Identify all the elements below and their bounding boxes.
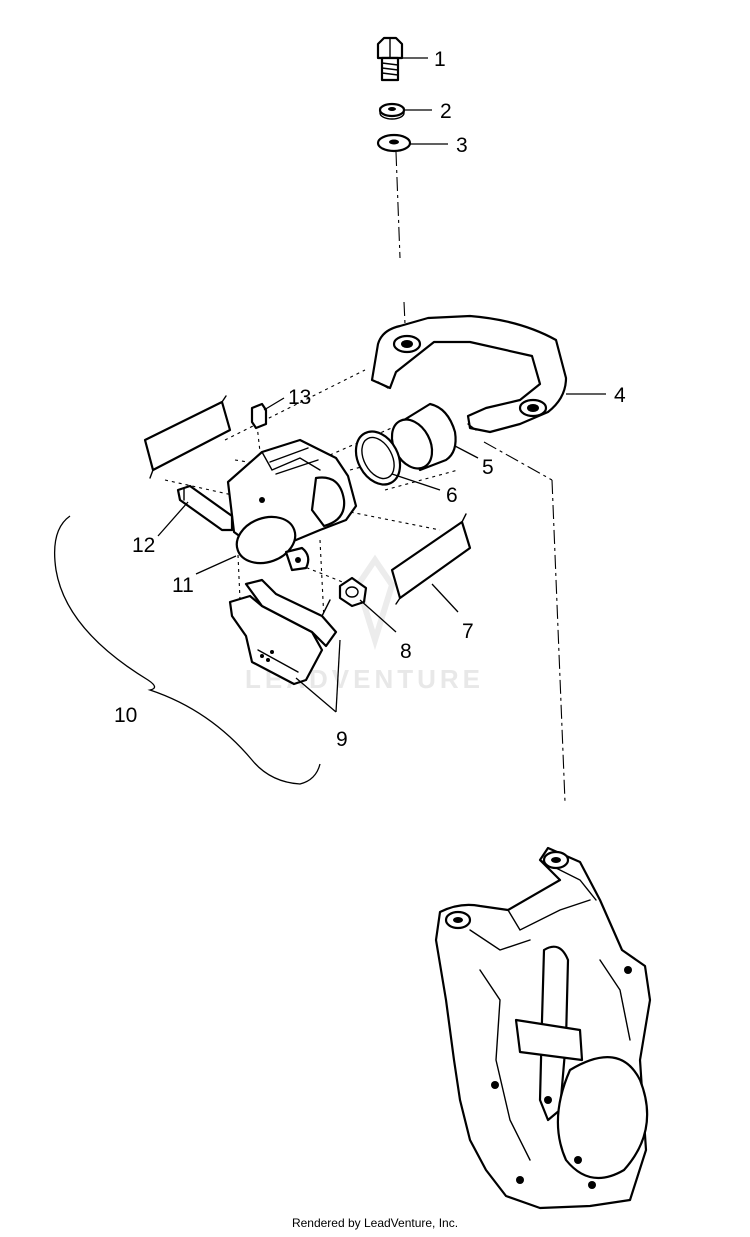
callout-6: 6	[446, 484, 458, 507]
hub-assembly	[434, 846, 652, 1210]
pad-shim-part-7	[390, 513, 472, 605]
screw-part-13	[250, 402, 268, 430]
callout-9: 9	[336, 728, 348, 751]
rendered-by-footer: Rendered by LeadVenture, Inc.	[291, 1216, 459, 1230]
bolt-part-1	[376, 36, 404, 82]
flat-washer-part-3	[376, 133, 412, 153]
callout-3: 3	[456, 134, 468, 157]
callout-13: 13	[288, 386, 311, 409]
callout-5: 5	[482, 456, 494, 479]
piston-part-5	[390, 402, 457, 472]
callout-8: 8	[400, 640, 412, 663]
leader-lines	[157, 57, 606, 713]
callout-labels: 1 2 3 4 5 6 7 8 9 10 11 12 13	[114, 48, 626, 751]
callout-11: 11	[172, 574, 194, 597]
bleeder-valve-part-8	[338, 576, 368, 608]
alignment-lines	[164, 151, 566, 803]
callout-12: 12	[132, 534, 155, 557]
group-brace	[53, 515, 321, 785]
callout-2: 2	[440, 100, 452, 123]
callout-10: 10	[114, 704, 137, 727]
lock-washer-part-2	[378, 102, 406, 120]
caliper-body-part-11	[226, 438, 358, 572]
pad-shim-left	[143, 395, 232, 479]
hose-fitting-part-12	[176, 484, 234, 532]
brake-pads-part-9	[228, 578, 338, 686]
callout-1: 1	[434, 48, 446, 71]
callout-4: 4	[614, 384, 626, 407]
caliper-bracket-part-4	[370, 314, 568, 434]
callout-7: 7	[462, 620, 474, 643]
seal-ring-part-6	[354, 430, 402, 486]
